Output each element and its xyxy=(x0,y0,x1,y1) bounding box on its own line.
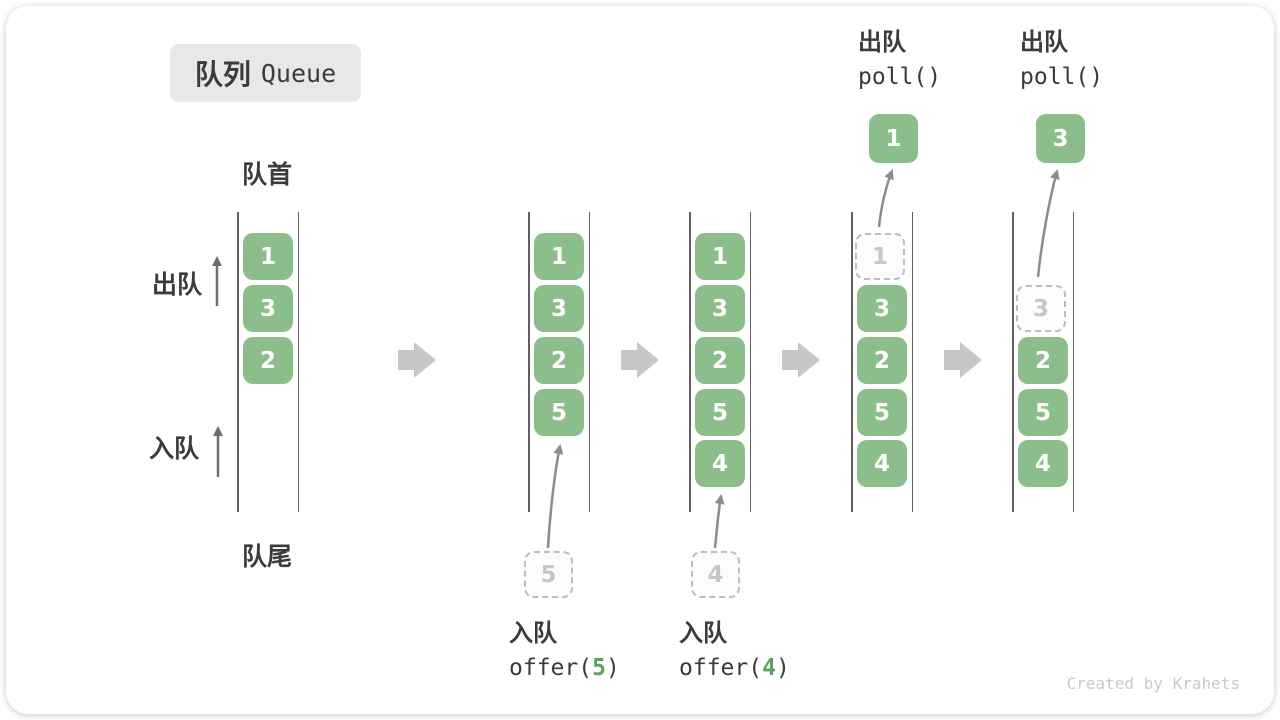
queue-element: 5 xyxy=(534,389,584,436)
queue-element: 4 xyxy=(695,440,745,487)
queue-element: 2 xyxy=(243,337,293,384)
queue-element: 1 xyxy=(695,233,745,280)
enqueue-op-code: offer(4) xyxy=(679,655,790,681)
queue-state-2: 1 3 2 5 xyxy=(528,212,590,512)
queue-element: 2 xyxy=(857,337,907,384)
queue-wall-left xyxy=(237,212,239,512)
diagram-panel xyxy=(6,6,1274,714)
queue-wall-left xyxy=(528,212,530,512)
title-badge: 队列 Queue xyxy=(170,44,361,102)
queue-state-1: 1 3 2 xyxy=(237,212,299,512)
queue-head-label: 队首 xyxy=(242,161,293,189)
queue-element: 2 xyxy=(534,337,584,384)
dequeue-op-label-2: 出队 poll() xyxy=(1020,26,1103,94)
queue-state-4: 1 3 2 5 4 xyxy=(851,212,913,512)
dequeue-op-zh: 出队 xyxy=(1020,29,1068,56)
queue-wall-left xyxy=(851,212,853,512)
incoming-element-5: 5 xyxy=(524,551,573,598)
queue-state-3: 1 3 2 5 4 xyxy=(689,212,751,512)
queue-wall-right xyxy=(297,212,299,512)
queue-wall-left xyxy=(689,212,691,512)
outgoing-element-3: 3 xyxy=(1036,114,1085,163)
removed-element-placeholder: 3 xyxy=(1016,285,1066,332)
title-zh: 队列 xyxy=(194,59,251,90)
enqueue-op-label-2: 入队 offer(4) xyxy=(679,617,790,685)
queue-wall-right xyxy=(911,212,913,512)
queue-element: 5 xyxy=(857,389,907,436)
queue-element: 3 xyxy=(695,285,745,332)
queue-element: 2 xyxy=(695,337,745,384)
watermark: Created by Krahets xyxy=(1066,674,1240,693)
incoming-element-4: 4 xyxy=(691,551,740,598)
queue-wall-right xyxy=(1072,212,1074,512)
queue-element: 3 xyxy=(857,285,907,332)
enqueue-arg: 4 xyxy=(762,655,776,681)
dequeue-op-code: poll() xyxy=(858,64,942,90)
removed-element-placeholder: 1 xyxy=(855,233,905,280)
queue-state-5: 3 2 5 4 xyxy=(1012,212,1074,512)
enqueue-arg: 5 xyxy=(592,655,606,681)
enqueue-op-code: offer(5) xyxy=(509,655,620,681)
queue-element: 4 xyxy=(857,440,907,487)
dequeue-op-code: poll() xyxy=(1020,64,1104,90)
queue-element: 3 xyxy=(243,285,293,332)
enqueue-op-label-1: 入队 offer(5) xyxy=(509,617,620,685)
queue-element: 3 xyxy=(534,285,584,332)
queue-element: 5 xyxy=(1018,389,1068,436)
queue-tail-label: 队尾 xyxy=(242,543,293,571)
queue-element: 2 xyxy=(1018,337,1068,384)
dequeue-op-label-1: 出队 poll() xyxy=(858,26,941,94)
dequeue-side-label: 出队 xyxy=(152,271,203,299)
queue-wall-right xyxy=(749,212,751,512)
queue-element: 4 xyxy=(1018,440,1068,487)
title-en: Queue xyxy=(260,58,337,88)
queue-wall-right xyxy=(588,212,590,512)
queue-wall-left xyxy=(1012,212,1014,512)
enqueue-side-label: 入队 xyxy=(149,435,200,463)
queue-element: 1 xyxy=(534,233,584,280)
queue-element: 1 xyxy=(243,233,293,280)
dequeue-op-zh: 出队 xyxy=(858,29,906,56)
outgoing-element-1: 1 xyxy=(869,114,918,163)
queue-element: 5 xyxy=(695,389,745,436)
enqueue-op-zh: 入队 xyxy=(679,620,727,647)
enqueue-op-zh: 入队 xyxy=(509,620,557,647)
